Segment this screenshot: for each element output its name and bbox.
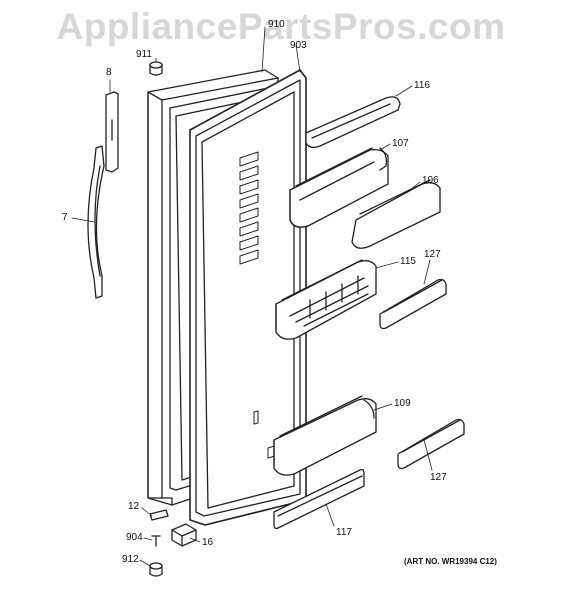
callout-109: 109	[394, 398, 411, 409]
callout-117: 117	[336, 527, 352, 538]
callout-16: 16	[202, 537, 214, 548]
art-number: (ART NO. WR19394 C12)	[404, 557, 497, 566]
hinge-8	[105, 91, 119, 173]
trim-116	[305, 96, 401, 149]
shelf-106	[351, 179, 441, 249]
callout-116: 116	[414, 80, 430, 91]
bracket-12	[149, 509, 169, 521]
callout-903: 903	[290, 40, 307, 51]
shelf-front-127-upper	[379, 278, 447, 330]
callout-115: 115	[400, 256, 416, 267]
callout-910: 910	[268, 19, 285, 30]
callout-911: 911	[136, 49, 152, 60]
bin-115	[275, 259, 377, 340]
callout-912: 912	[122, 554, 139, 565]
callout-7: 7	[62, 212, 68, 223]
shelf-front-127-lower	[397, 418, 465, 470]
bin-109	[273, 395, 377, 476]
callout-12: 12	[128, 501, 140, 512]
callout-127-upper: 127	[424, 249, 441, 260]
callout-107: 107	[392, 138, 409, 149]
bin-107	[289, 147, 389, 228]
cap-911	[149, 61, 163, 76]
callout-904: 904	[126, 532, 143, 543]
cap-912	[149, 562, 163, 577]
watermark: AppliancePartsPros.com	[56, 6, 506, 47]
handle-7	[87, 145, 105, 299]
screw-904	[151, 535, 161, 547]
trim-117	[273, 468, 365, 530]
leader-lines	[71, 26, 433, 567]
callout-8: 8	[106, 67, 112, 78]
bracket-16	[171, 523, 197, 547]
callout-106: 106	[422, 175, 439, 186]
callout-127-lower: 127	[430, 472, 447, 483]
